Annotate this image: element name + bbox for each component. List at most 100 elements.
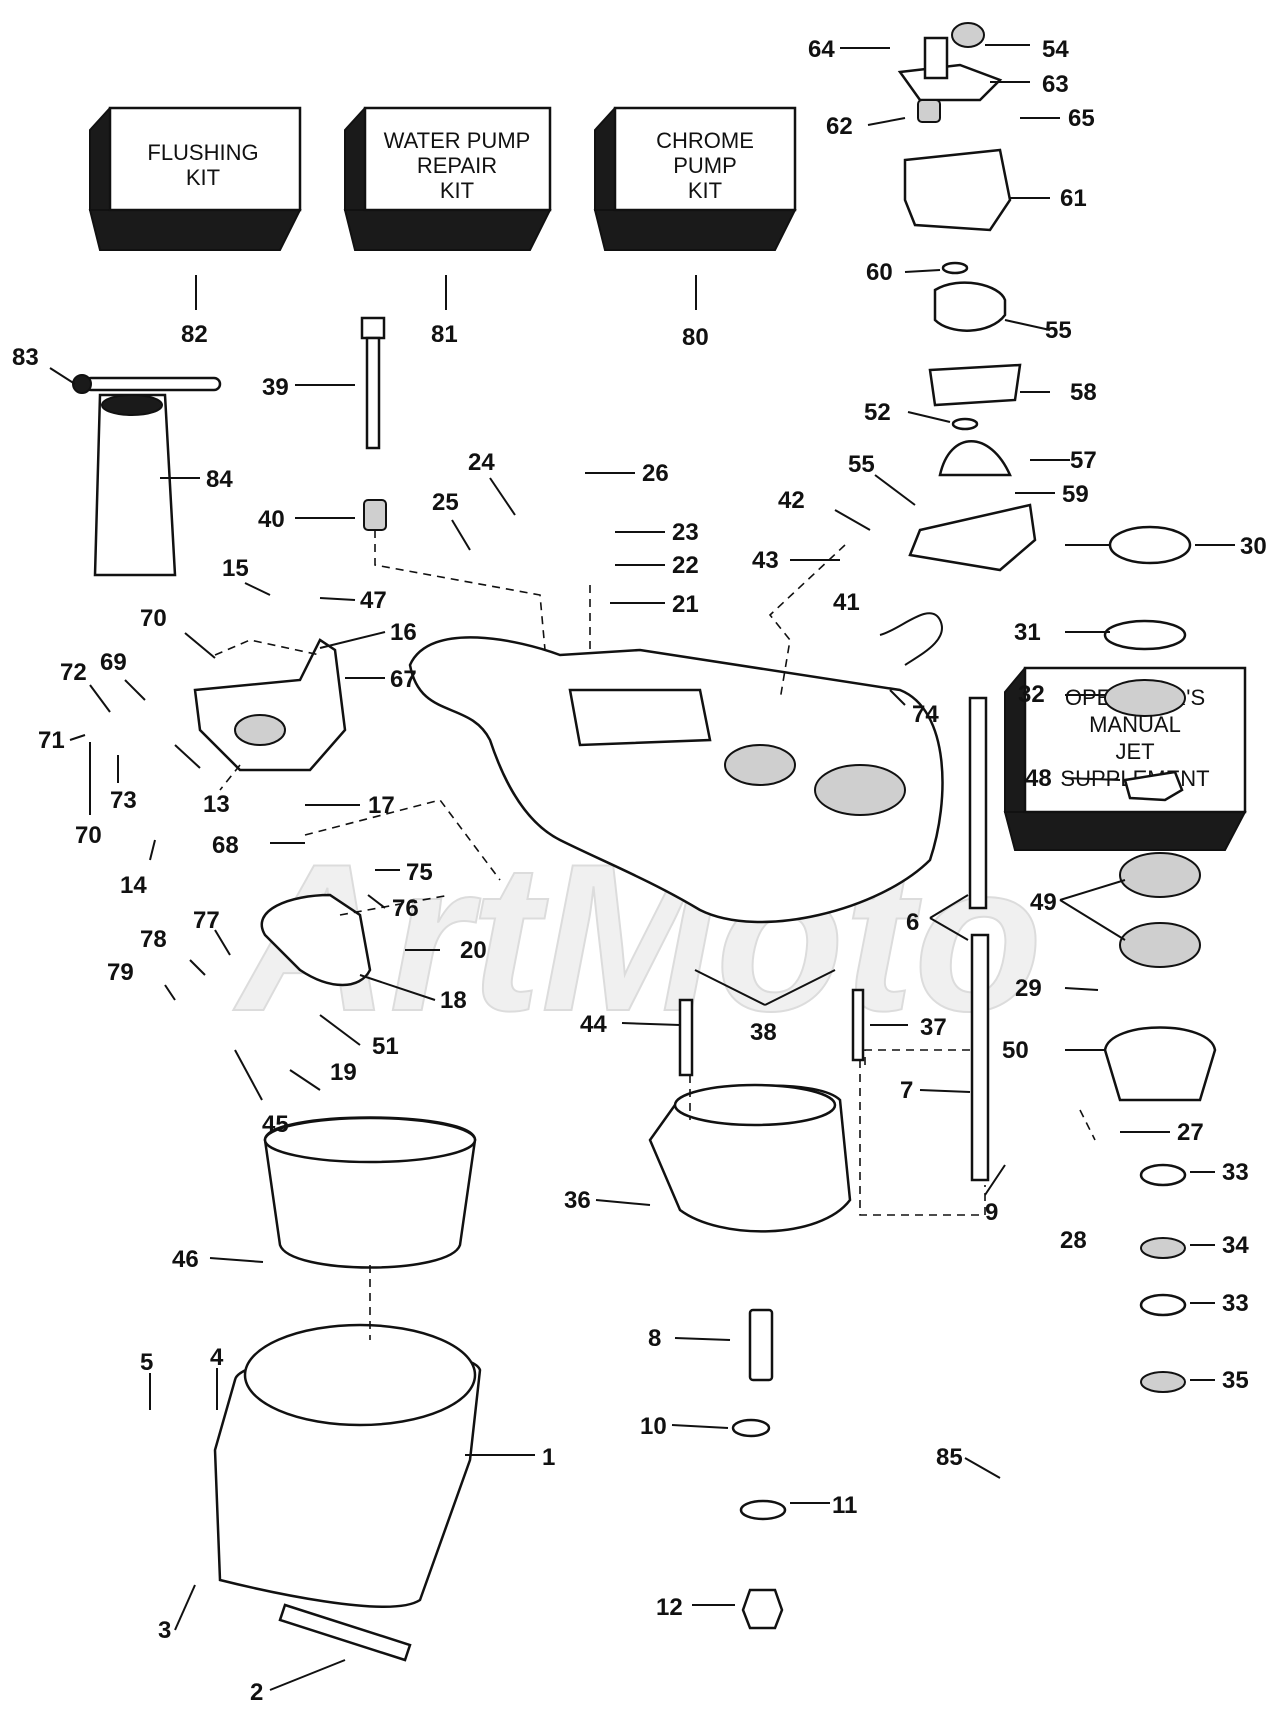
water-pump-repair-kit-box: WATER PUMP REPAIR KIT: [343, 106, 552, 251]
callout-11: 11: [832, 1492, 857, 1519]
callout-51: 51: [372, 1033, 399, 1060]
callout-73: 73: [110, 787, 137, 814]
callout-9: 9: [985, 1199, 998, 1226]
callout-80: 80: [682, 324, 709, 351]
callout-65: 65: [1068, 105, 1095, 132]
callout-69: 69: [100, 649, 127, 676]
callout-72: 72: [60, 659, 87, 686]
callout-5: 5: [140, 1349, 153, 1376]
callout-12: 12: [656, 1594, 683, 1621]
water-pump-kit-line-3: KIT: [440, 178, 474, 203]
callout-47: 47: [360, 587, 387, 614]
manual-line-3: JET: [1115, 739, 1154, 764]
callout-48: 48: [1025, 765, 1052, 792]
callout-22: 22: [672, 552, 699, 579]
callout-17: 17: [368, 792, 395, 819]
callout-16: 16: [390, 619, 417, 646]
callout-84: 84: [206, 466, 233, 493]
callout-44: 44: [580, 1011, 607, 1038]
callout-55b: 55: [848, 451, 875, 478]
callout-33a: 33: [1222, 1159, 1249, 1186]
callout-4: 4: [210, 1344, 224, 1371]
callout-21: 21: [672, 591, 699, 618]
callout-52: 52: [864, 399, 891, 426]
callout-27: 27: [1177, 1119, 1204, 1146]
callout-26: 26: [642, 460, 669, 487]
callout-45: 45: [262, 1111, 289, 1138]
callout-8: 8: [648, 1325, 661, 1352]
callout-71: 71: [38, 727, 65, 754]
chrome-pump-kit-line-2: PUMP: [673, 153, 737, 178]
callout-63: 63: [1042, 71, 1069, 98]
callout-labels: 64 54 63 65 62 61 60 55 58 52 57 59 55 4…: [12, 36, 1267, 1706]
callout-64: 64: [808, 36, 835, 63]
callout-82: 82: [181, 321, 208, 348]
callout-19: 19: [330, 1059, 357, 1086]
callout-50: 50: [1002, 1037, 1029, 1064]
callout-70a: 70: [140, 605, 167, 632]
callout-25: 25: [432, 489, 459, 516]
flushing-kit-line-1: FLUSHING: [147, 140, 258, 165]
callout-61: 61: [1060, 185, 1087, 212]
chrome-pump-kit-line-3: KIT: [688, 178, 722, 203]
callout-34: 34: [1222, 1232, 1249, 1259]
callout-41: 41: [833, 589, 860, 616]
callout-40: 40: [258, 506, 285, 533]
callout-49: 49: [1030, 889, 1057, 916]
callout-2: 2: [250, 1679, 263, 1706]
callout-55a: 55: [1045, 317, 1072, 344]
callout-43: 43: [752, 547, 779, 574]
callout-37: 37: [920, 1014, 947, 1041]
callout-70b: 70: [75, 822, 102, 849]
callout-75: 75: [406, 859, 433, 886]
callout-85: 85: [936, 1444, 963, 1471]
callout-6: 6: [906, 909, 919, 936]
callout-76: 76: [392, 895, 419, 922]
flushing-kit-line-2: KIT: [186, 165, 220, 190]
callout-54: 54: [1042, 36, 1069, 63]
callout-77: 77: [193, 907, 220, 934]
chrome-pump-kit-box: CHROME PUMP KIT: [593, 106, 797, 251]
callout-33b: 33: [1222, 1290, 1249, 1317]
callout-36: 36: [564, 1187, 591, 1214]
callout-10: 10: [640, 1413, 667, 1440]
callout-13: 13: [203, 791, 230, 818]
callout-1: 1: [542, 1444, 555, 1471]
callout-14: 14: [120, 872, 147, 899]
callout-59: 59: [1062, 481, 1089, 508]
callout-31: 31: [1014, 619, 1041, 646]
callout-42: 42: [778, 487, 805, 514]
callout-67: 67: [390, 666, 417, 693]
callout-46: 46: [172, 1246, 199, 1273]
callout-39: 39: [262, 374, 289, 401]
callout-81: 81: [431, 321, 458, 348]
callout-38: 38: [750, 1019, 777, 1046]
callout-58: 58: [1070, 379, 1097, 406]
callout-79: 79: [107, 959, 134, 986]
part-drawings: [72, 22, 1217, 1662]
callout-32: 32: [1018, 681, 1045, 708]
flushing-kit-box: FLUSHING KIT: [88, 106, 302, 251]
callout-57: 57: [1070, 447, 1097, 474]
callout-30: 30: [1240, 533, 1267, 560]
callout-35: 35: [1222, 1367, 1249, 1394]
callout-23: 23: [672, 519, 699, 546]
callout-68: 68: [212, 832, 239, 859]
callout-74: 74: [912, 701, 939, 728]
callout-62: 62: [826, 113, 853, 140]
callout-29: 29: [1015, 975, 1042, 1002]
callout-24: 24: [468, 449, 495, 476]
callout-83: 83: [12, 344, 39, 371]
assembly-lines: [214, 530, 1096, 1340]
water-pump-kit-line-2: REPAIR: [417, 153, 497, 178]
callout-60: 60: [866, 259, 893, 286]
leader-lines: [49, 44, 1235, 1691]
callout-18: 18: [440, 987, 467, 1014]
callout-28: 28: [1060, 1227, 1087, 1254]
callout-20: 20: [460, 937, 487, 964]
water-pump-kit-line-1: WATER PUMP: [384, 128, 531, 153]
callout-3: 3: [158, 1617, 171, 1644]
callout-15: 15: [222, 555, 249, 582]
callout-7: 7: [900, 1077, 913, 1104]
